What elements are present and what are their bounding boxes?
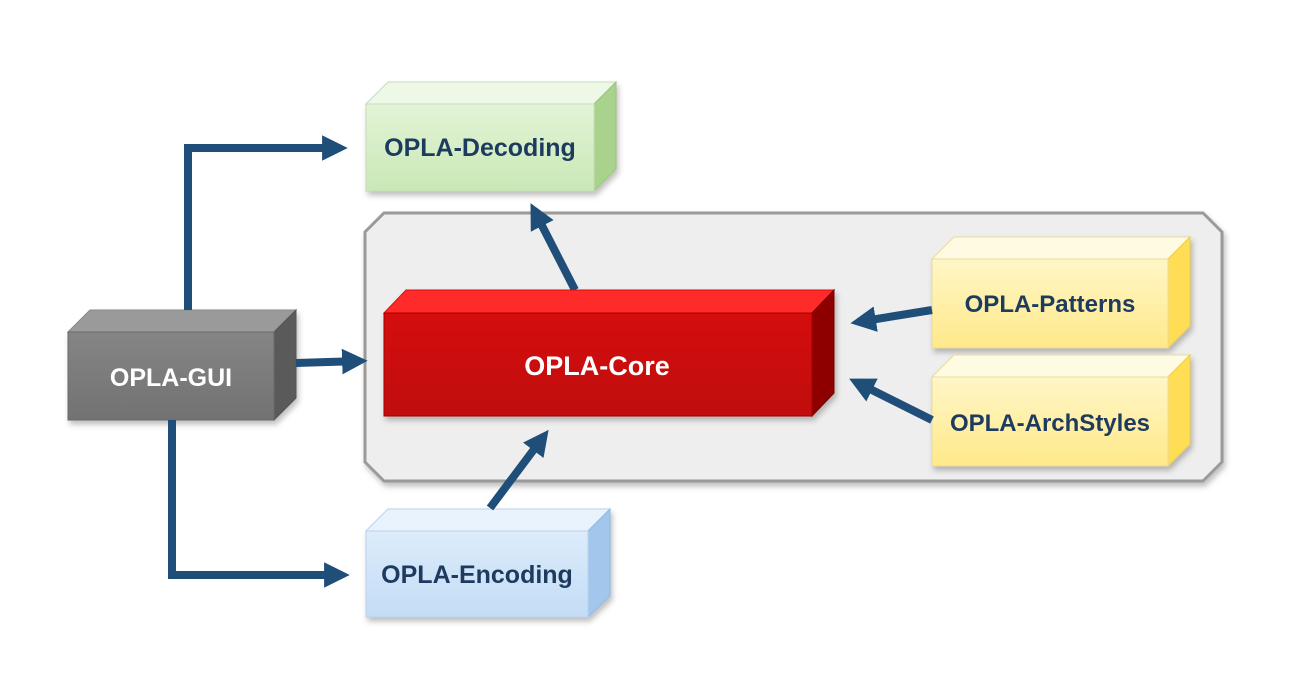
module-archstyles[interactable]: OPLA-ArchStyles [930, 353, 1192, 468]
module-gui[interactable]: OPLA-GUI [66, 308, 298, 422]
module-encoding-label: OPLA-Encoding [381, 561, 573, 589]
module-decoding-label: OPLA-Decoding [384, 134, 576, 162]
arrow-gui-to-encoding [168, 420, 350, 588]
arrow-core-to-decoding [530, 203, 579, 292]
module-encoding[interactable]: OPLA-Encoding [364, 507, 612, 619]
arrow-archstyles-to-core [849, 378, 934, 424]
module-archstyles-label: OPLA-ArchStyles [950, 410, 1150, 437]
module-patterns-label: OPLA-Patterns [965, 291, 1136, 318]
arrow-encoding-to-core [486, 429, 549, 511]
module-core[interactable]: OPLA-Core [382, 288, 836, 418]
arrow-gui-to-core [295, 348, 368, 375]
connections [168, 135, 934, 588]
arrow-gui-to-decoding [184, 135, 348, 310]
arrow-patterns-to-core [850, 306, 933, 332]
module-gui-label: OPLA-GUI [110, 364, 232, 392]
module-decoding[interactable]: OPLA-Decoding [364, 80, 618, 193]
module-patterns[interactable]: OPLA-Patterns [930, 235, 1192, 350]
module-core-label: OPLA-Core [524, 351, 670, 381]
